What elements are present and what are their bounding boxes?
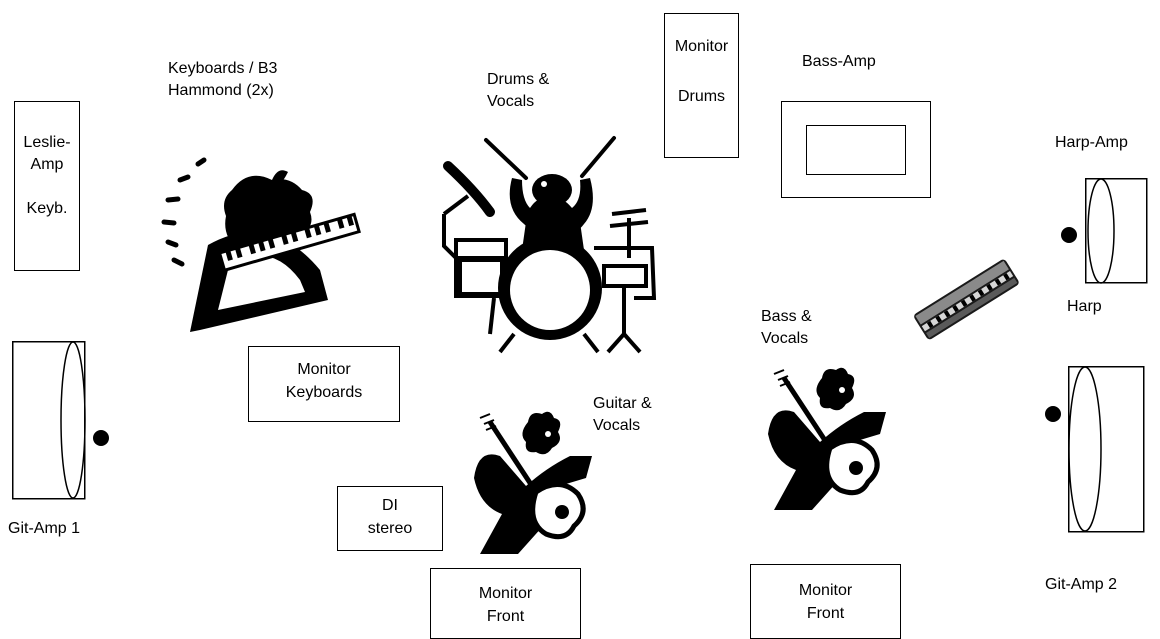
drums-label-line2: Vocals — [487, 93, 535, 110]
bassamp-label: Bass-Amp — [802, 53, 876, 70]
git-amp-1-dot — [93, 430, 109, 446]
leslie-line3: Keyb. — [26, 200, 68, 217]
guitar-vocals-label: Guitar & Vocals — [593, 393, 652, 437]
leslie-line2: Amp — [30, 156, 64, 173]
monitor-front-left-line2: Front — [486, 608, 525, 625]
monitor-keyboards-line2: Keyboards — [285, 384, 363, 401]
monitor-front-right-line2: Front — [806, 605, 845, 622]
gitamp2-label: Git-Amp 2 — [1045, 576, 1118, 593]
harpamp-label: Harp-Amp — [1055, 134, 1128, 151]
di-line2: stereo — [367, 520, 413, 537]
gitamp1-label: Git-Amp 1 — [8, 520, 81, 537]
drummer-icon — [442, 136, 657, 354]
drums-label: Drums & Vocals — [487, 69, 549, 113]
amp-cabinet — [1068, 366, 1145, 533]
bassist-icon — [768, 367, 886, 510]
monitor-front-left-line1: Monitor — [478, 585, 533, 602]
harp-label: Harp — [1067, 298, 1102, 315]
leslie-amp-box: Leslie- Amp Keyb. — [14, 101, 80, 271]
amp-speaker-icon — [60, 341, 86, 499]
di-line1: DI — [382, 497, 398, 514]
guitar-label-line1: Guitar & — [593, 395, 652, 412]
monitor-drums-box: Monitor Drums — [664, 13, 739, 158]
amp-cabinet — [12, 341, 86, 500]
amp-speaker-icon — [1068, 366, 1102, 532]
di-stereo-box: DI stereo — [337, 486, 443, 551]
drums-label-line1: Drums & — [487, 71, 550, 88]
git-amp-2-dot — [1045, 406, 1061, 422]
guitarist-icon — [474, 411, 592, 554]
monitor-front-right-line1: Monitor — [798, 582, 853, 599]
keyboards-label: Keyboards / B3 Hammond (2x) — [168, 58, 277, 102]
harmonica-icon — [914, 259, 1019, 340]
guitar-label-line2: Vocals — [593, 417, 641, 434]
monitor-keyboards-line1: Monitor — [297, 361, 351, 378]
monitor-front-left-box: Monitor Front — [430, 568, 581, 639]
amp-cabinet — [1085, 178, 1148, 284]
keyboards-label-line1: Keyboards / B3 — [168, 60, 278, 77]
harp-amp — [1085, 178, 1148, 284]
leslie-line1: Leslie- — [23, 134, 71, 151]
monitor-keyboards-box: Monitor Keyboards — [248, 346, 400, 422]
monitor-front-right-box: Monitor Front — [750, 564, 901, 639]
keyboards-label-line2: Hammond (2x) — [168, 82, 274, 99]
monitor-drums-line2: Drums — [677, 88, 726, 105]
monitor-drums-line1: Monitor — [674, 38, 729, 55]
bass-label-line1: Bass & — [761, 308, 812, 325]
git-amp-2 — [1068, 366, 1145, 533]
git-amp-1 — [12, 341, 86, 500]
keyboard-player-icon — [161, 157, 361, 332]
bass-vocals-label: Bass & Vocals — [761, 306, 812, 350]
harp-amp-dot — [1061, 227, 1077, 243]
bass-label-line2: Vocals — [761, 330, 809, 347]
amp-speaker-icon — [1087, 178, 1115, 284]
bass-amp-inner-box — [806, 125, 906, 175]
